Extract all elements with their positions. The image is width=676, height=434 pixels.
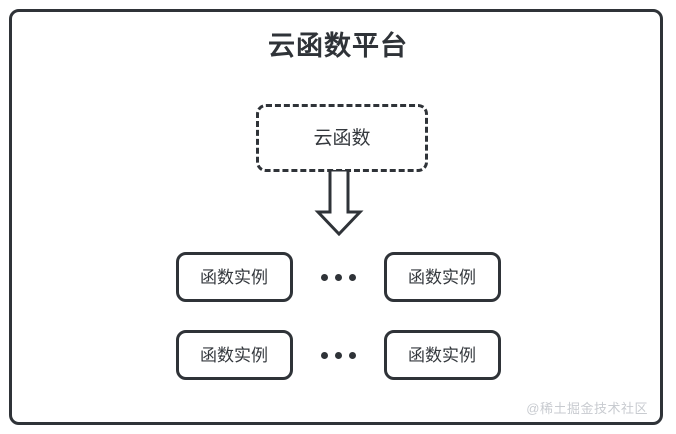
page-title: 云函数平台 [268, 31, 408, 61]
down-arrow-icon [314, 170, 364, 236]
function-instance-label: 函数实例 [408, 345, 476, 365]
cloud-function-node: 云函数 [256, 104, 428, 172]
function-instance-node: 函数实例 [175, 330, 293, 380]
ellipsis-dot [320, 273, 328, 281]
ellipsis-indicator [293, 351, 384, 359]
function-instance-label: 函数实例 [408, 267, 476, 287]
instance-row: 函数实例 函数实例 [0, 330, 676, 380]
function-instance-node: 函数实例 [175, 252, 293, 302]
instance-row: 函数实例 函数实例 [0, 252, 676, 302]
function-instance-label: 函数实例 [200, 345, 268, 365]
ellipsis-dot [334, 351, 342, 359]
function-instance-label: 函数实例 [200, 267, 268, 287]
ellipsis-dot [320, 351, 328, 359]
function-instance-node: 函数实例 [383, 252, 501, 302]
ellipsis-dot [348, 273, 356, 281]
ellipsis-dot [334, 273, 342, 281]
ellipsis-dot [348, 351, 356, 359]
ellipsis-indicator [293, 273, 384, 281]
cloud-function-label: 云函数 [313, 127, 371, 149]
watermark: @稀土掘金技术社区 [526, 401, 648, 416]
function-instance-node: 函数实例 [383, 330, 501, 380]
